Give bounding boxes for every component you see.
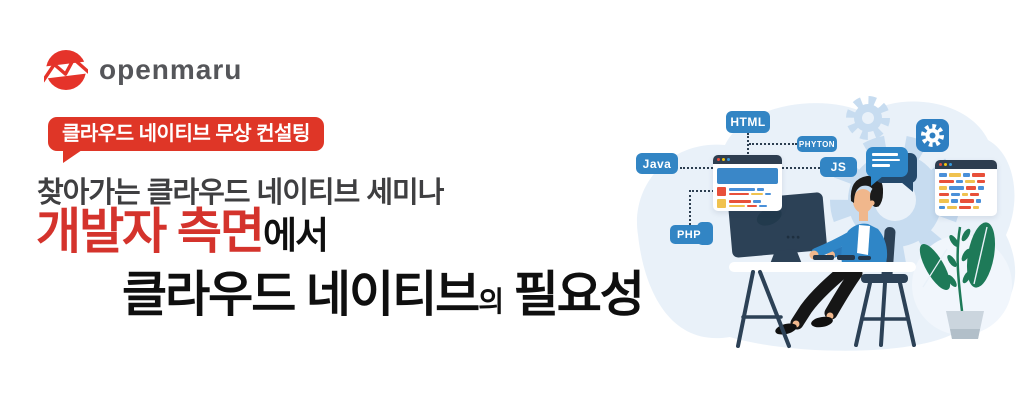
tag-html: HTML — [726, 111, 770, 133]
brand-name: openmaru — [99, 54, 243, 85]
plant — [919, 222, 996, 339]
browser-window-main — [713, 155, 782, 211]
window-dot-red — [717, 158, 720, 161]
window-dot-yellow — [944, 163, 947, 166]
headline-line2-main: 클라우드 네이티브 — [122, 268, 480, 322]
connector-html — [747, 133, 749, 154]
headline-line1-rest: 에서 — [263, 215, 329, 256]
browser-main-titlebar — [713, 155, 782, 164]
connector-java — [680, 167, 713, 169]
tag-phyton: PHYTON — [797, 136, 837, 152]
headline-line1: 개발자 측면에서 — [36, 206, 643, 270]
browser-side-content — [935, 169, 997, 209]
connector-js — [782, 167, 820, 169]
headline-line2-particle: 의 — [478, 286, 504, 317]
browser-main-content — [713, 164, 782, 208]
consulting-badge: 클라우드 네이티브 무상 컨설팅 — [48, 117, 324, 163]
headline-accent: 개발자 측면 — [36, 205, 265, 259]
consulting-badge-label: 클라우드 네이티브 무상 컨설팅 — [62, 123, 310, 145]
gear-icon — [921, 124, 944, 147]
connector-php-horizontal — [689, 190, 714, 192]
tag-java: Java — [636, 153, 678, 174]
connector-phyton — [749, 143, 797, 145]
desk — [729, 262, 916, 272]
window-dot-blue — [727, 158, 730, 161]
seminar-subtitle: 찾아가는 클라우드 네이티브 세미나 — [37, 177, 444, 209]
person — [775, 175, 888, 335]
desk-legs — [736, 270, 791, 348]
tag-php: PHP — [670, 225, 708, 244]
connector-php-vertical — [689, 190, 691, 225]
tag-js: JS — [820, 157, 857, 177]
developer-illustration: HTML PHYTON Java JS PHP — [610, 85, 1030, 365]
chat-bubble — [866, 147, 922, 195]
browser-side-titlebar — [935, 160, 997, 169]
openmaru-logo: openmaru — [44, 48, 242, 92]
window-dot-red — [939, 163, 942, 166]
window-dot-blue — [949, 163, 952, 166]
headline-line2-rest: 필요성 — [502, 268, 645, 322]
headline: 개발자 측면에서 클라우드 네이티브의 필요성 — [36, 206, 645, 332]
headline-line2: 클라우드 네이티브의 필요성 — [122, 268, 645, 332]
chat-bubble-front — [866, 147, 908, 186]
keyboard — [813, 255, 871, 260]
window-dot-yellow — [722, 158, 725, 161]
browser-window-side — [935, 160, 997, 216]
small-gear-icon — [846, 96, 890, 140]
openmaru-logo-icon — [44, 50, 88, 90]
gear-tile — [916, 119, 949, 152]
monitor-stand — [770, 249, 802, 264]
